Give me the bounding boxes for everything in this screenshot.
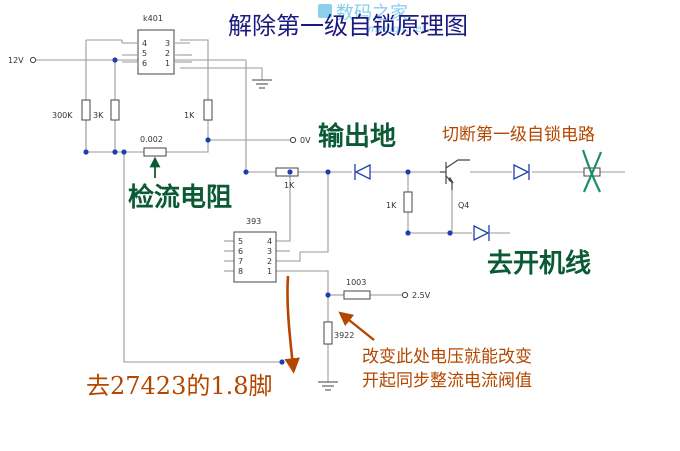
terminal-12v xyxy=(29,56,37,64)
watermark-url: mydigit.net xyxy=(368,24,427,35)
ic-393-label: 393 xyxy=(246,217,261,226)
ic-k401: k401 xyxy=(122,14,190,75)
k401-pin-6: 6 xyxy=(142,59,147,68)
diode-power-on-icon xyxy=(473,224,490,242)
watermark: 数码之家 mydigit.net xyxy=(318,3,427,35)
resistor-1k-q4 xyxy=(403,191,413,213)
ic-393: 393 5 6 7 8 4 3 2 1 xyxy=(233,217,277,283)
ic393-pin-2: 2 xyxy=(267,257,272,266)
ic-k401-pins: 4 5 6 3 2 1 xyxy=(142,39,170,68)
resistor-3922 xyxy=(323,321,333,345)
resistor-1k-top-label: 1K xyxy=(184,111,195,120)
label-output-ground: 输出地 xyxy=(318,121,396,152)
net-label-2v5: 2.5V xyxy=(412,291,431,300)
ic393-pin-4: 4 xyxy=(267,237,272,246)
k401-pin-1: 1 xyxy=(165,59,170,68)
label-shunt-resistor: 检流电阻 xyxy=(128,182,232,213)
terminals xyxy=(29,56,409,299)
junction-dots xyxy=(83,57,453,365)
watermark-logo-icon xyxy=(318,4,332,18)
transistor-q4-label: Q4 xyxy=(458,201,469,210)
ground-top-icon xyxy=(252,79,272,89)
component-labels: 12V 300K 3K 1K 0.002 0V 1K 1K 1003 2.5V … xyxy=(8,56,431,340)
ic393-pin-8: 8 xyxy=(238,267,243,276)
arrow-to-27423-icon xyxy=(284,275,300,374)
annotations: 输出地 切断第一级自锁电路 检流电阻 去开机线 去27423的1.8脚 改变此处… xyxy=(86,121,595,400)
resistor-1003 xyxy=(343,290,371,300)
resistor-shunt xyxy=(143,147,167,157)
net-label-0v: 0V xyxy=(300,136,311,145)
ground-icons xyxy=(252,79,338,391)
resistor-1k-mid xyxy=(275,167,299,177)
resistor-1k-top xyxy=(203,99,213,121)
net-label-12v: 12V xyxy=(8,56,24,65)
resistor-1k-q4-label: 1K xyxy=(386,201,397,210)
resistor-3922-label: 3922 xyxy=(334,331,354,340)
resistor-3k xyxy=(110,99,120,121)
resistor-300k xyxy=(81,99,91,121)
k401-pin-2: 2 xyxy=(165,49,170,58)
resistor-1k-mid-label: 1K xyxy=(284,181,295,190)
label-change-voltage-1: 改变此处电压就能改变 xyxy=(362,347,532,367)
resistor-300k-label: 300K xyxy=(52,111,73,120)
annotation-arrows xyxy=(149,156,375,374)
ground-bottom-icon xyxy=(318,381,338,391)
resistor-shunt-label: 0.002 xyxy=(140,135,163,144)
label-to-27423: 去27423的1.8脚 xyxy=(86,372,273,400)
label-change-voltage-2: 开起同步整流电流阀值 xyxy=(362,371,532,391)
wires xyxy=(36,39,625,382)
ic393-pin-5: 5 xyxy=(238,237,243,246)
resistor-1003-label: 1003 xyxy=(346,278,366,287)
label-to-power-on: 去开机线 xyxy=(487,249,591,279)
ic-k401-body xyxy=(137,29,175,75)
k401-pin-5: 5 xyxy=(142,49,147,58)
terminal-2v5 xyxy=(401,291,409,299)
diode-collector-icon xyxy=(513,163,530,181)
k401-pin-4: 4 xyxy=(142,39,147,48)
label-cut-latch: 切断第一级自锁电路 xyxy=(442,125,595,145)
k401-pin-3: 3 xyxy=(165,39,170,48)
ic393-pin-6: 6 xyxy=(238,247,243,256)
ic-393-body xyxy=(233,231,277,283)
arrow-voltage-node-icon xyxy=(338,311,375,341)
cut-cross-icon xyxy=(581,149,603,193)
ic393-pin-3: 3 xyxy=(267,247,272,256)
diode-output-icon xyxy=(354,163,371,181)
resistor-3k-label: 3K xyxy=(93,111,104,120)
ic393-pin-7: 7 xyxy=(238,257,243,266)
terminal-0v xyxy=(289,136,297,144)
ic393-pin-1: 1 xyxy=(267,267,272,276)
diodes xyxy=(354,163,530,242)
watermark-text: 数码之家 xyxy=(336,3,408,24)
page-title: 解除第一级自锁原理图 xyxy=(228,12,468,40)
transistor-q4-icon xyxy=(440,159,470,190)
ic-k401-label: k401 xyxy=(143,14,163,23)
